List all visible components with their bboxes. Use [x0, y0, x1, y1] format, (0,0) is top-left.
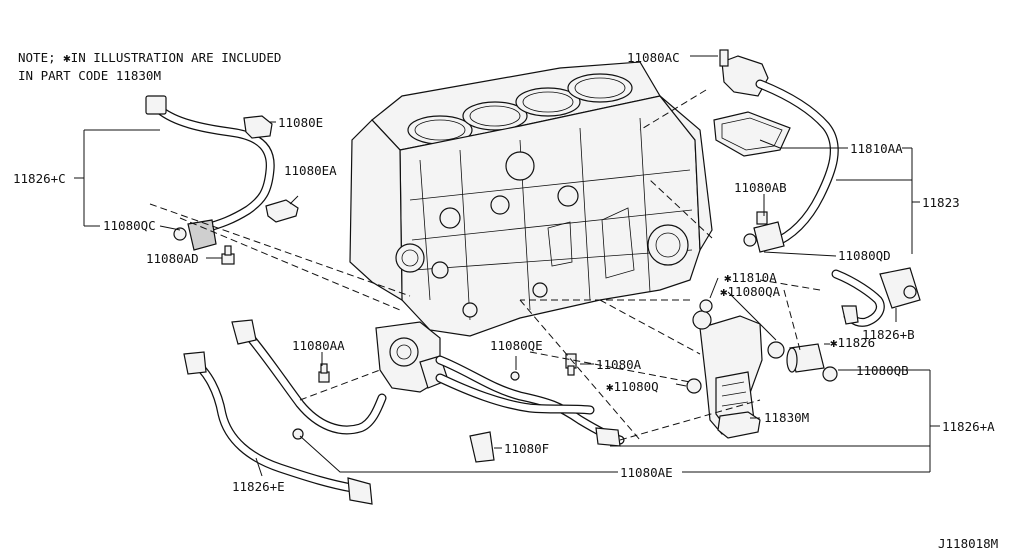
clip-11080e	[243, 115, 273, 139]
label-11080qc: 11080QC	[103, 218, 156, 233]
label-11080ea: 11080EA	[284, 163, 337, 178]
label-11823: 11823	[922, 195, 960, 210]
clip-11080ea	[265, 199, 299, 223]
hose-11826-e	[183, 351, 373, 505]
dashed-reference-lines	[149, 89, 821, 441]
gasket-11810aa	[713, 111, 791, 157]
label-11810a: ✱11810A	[724, 270, 777, 285]
label-11080e: 11080E	[278, 115, 323, 130]
oring-11080q	[686, 378, 702, 394]
label-11826-a: 11826+A	[942, 419, 995, 434]
hose-11826-c	[145, 95, 275, 251]
diagram-code: J118018M	[938, 536, 998, 551]
label-11810aa: 11810AA	[850, 141, 903, 156]
label-11080aa: 11080AA	[292, 338, 345, 353]
label-11080ae: 11080AE	[620, 465, 673, 480]
label-11826: ✱11826	[830, 335, 875, 350]
leader-lines	[74, 55, 940, 477]
label-11080q: ✱11080Q	[606, 379, 659, 394]
bolt-11080a	[565, 353, 577, 376]
outlet-11823	[719, 49, 839, 253]
housing-11830m	[692, 310, 785, 439]
label-11826-c: 11826+C	[13, 171, 66, 186]
label-11080f: 11080F	[504, 441, 549, 456]
label-11830m: 11830M	[764, 410, 809, 425]
note-line-2: IN PART CODE 11830M	[18, 68, 161, 83]
label-11826-b: 11826+B	[862, 327, 915, 342]
cylinder-block	[349, 61, 713, 337]
label-11080qb: 11080QB	[856, 363, 909, 378]
label-11080ac: 11080AC	[627, 50, 680, 65]
pipe-11826	[786, 343, 838, 382]
clip-11080f	[469, 431, 495, 463]
bolt-11080ad	[221, 245, 235, 265]
plug-11080qe	[510, 371, 520, 381]
label-11080ad: 11080AD	[146, 251, 199, 266]
label-11080ab: 11080AB	[734, 180, 787, 195]
note-line-1: NOTE; ✱IN ILLUSTRATION ARE INCLUDED	[18, 50, 281, 65]
label-11080qd: 11080QD	[838, 248, 891, 263]
label-11080qa: ✱11080QA	[720, 284, 781, 299]
oring-11810a	[699, 299, 713, 313]
hose-left-upper	[231, 319, 387, 435]
bolt-11080aa	[318, 363, 330, 383]
label-11080qe: 11080QE	[490, 338, 543, 353]
label-11080a: 11080A	[596, 357, 642, 372]
label-11826-e: 11826+E	[232, 479, 285, 494]
hose-11826-b	[831, 267, 921, 327]
hose-11826-a	[435, 355, 625, 447]
